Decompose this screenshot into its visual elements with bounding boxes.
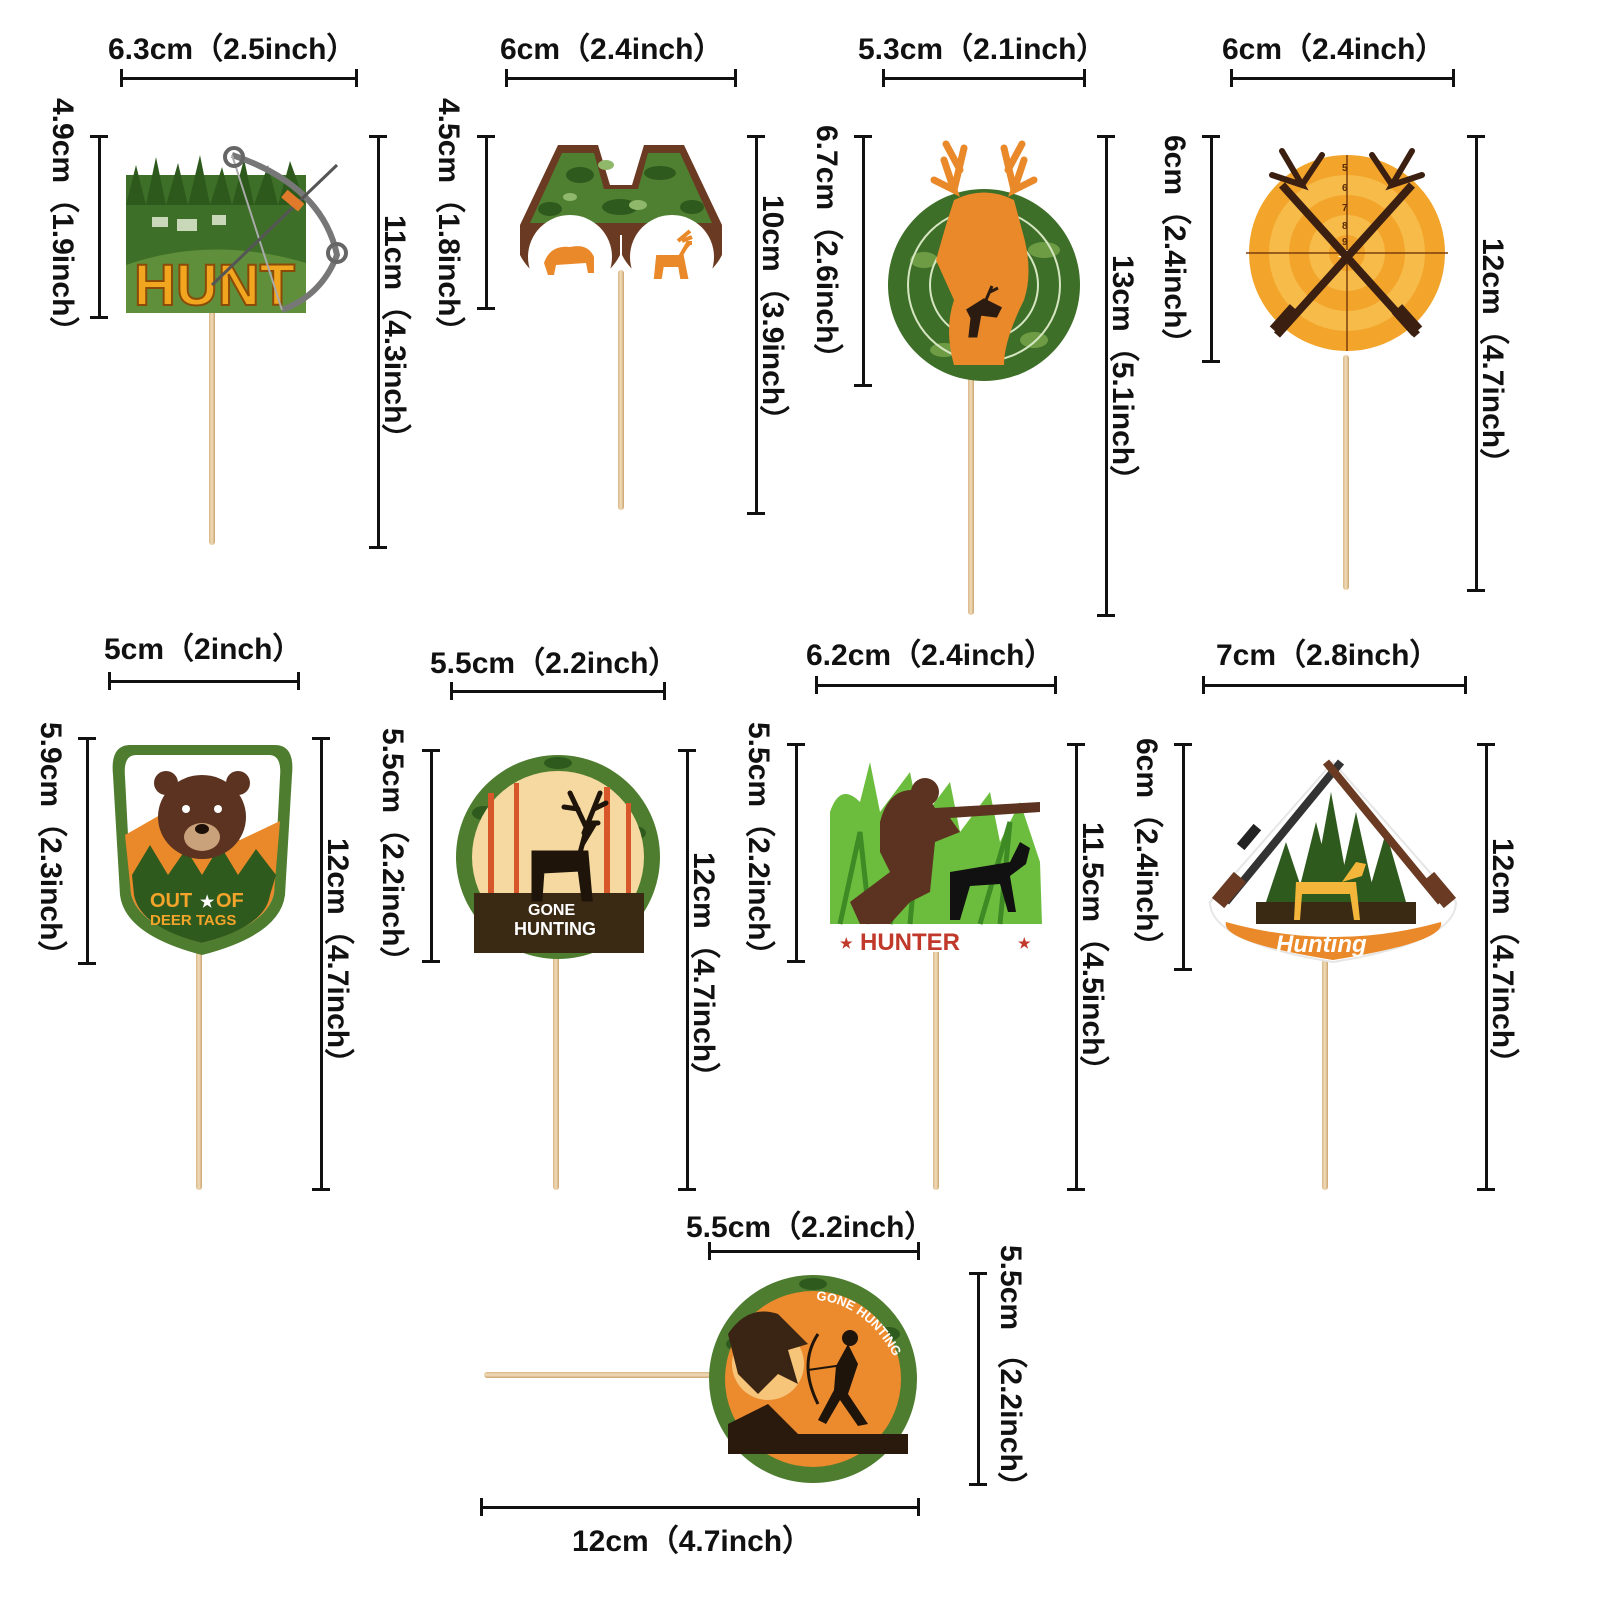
hunter-width-label: 6.2cm（2.4inch）	[806, 639, 1055, 672]
archer-head-height-bar	[969, 1272, 987, 1486]
binoculars-head-height-bar	[477, 135, 495, 310]
gone-hunting-badge-gone: GONE	[528, 902, 575, 919]
target-width-bar	[1230, 69, 1455, 87]
binoculars-topper	[520, 145, 722, 299]
bear-width-label: 5cm（2inch）	[104, 633, 303, 666]
binoculars-width-bar	[505, 69, 737, 87]
deer-head-height-bar	[854, 135, 872, 387]
hunt-stick	[209, 300, 215, 545]
gone-hunting-head-height-bar	[422, 749, 440, 963]
target-ring-7: 7	[1342, 203, 1348, 214]
target-ring-6: 6	[1342, 183, 1348, 194]
rifles-topper: Hunting	[1208, 759, 1458, 964]
archer-total-length-label: 12cm（4.7inch）	[572, 1525, 813, 1558]
rifles-stick	[1322, 950, 1328, 1190]
archer-width-bar	[708, 1242, 920, 1260]
bear-badge-of: OF	[216, 890, 244, 912]
rifles-head-height-bar	[1174, 743, 1192, 971]
target-total-height-bar	[1467, 135, 1485, 592]
bear-head-height-label: 5.9cm（2.3inch）	[34, 722, 67, 971]
gone-hunting-head-height-label: 5.5cm（2.2inch）	[376, 728, 409, 977]
target-topper: 5 6 7 8 9 10	[1246, 148, 1448, 351]
hunt-title: HUNT	[134, 253, 295, 317]
deer-total-height-label: 13cm（5.1inch）	[1106, 255, 1139, 496]
archer-total-length-bar	[480, 1498, 920, 1516]
archer-width-label: 5.5cm（2.2inch）	[686, 1211, 935, 1244]
hunt-width-label: 6.3cm（2.5inch）	[108, 33, 357, 66]
bear-total-height-label: 12cm（4.7inch）	[321, 838, 354, 1079]
binoculars-width-label: 6cm（2.4inch）	[500, 33, 724, 66]
rifles-script: Hunting	[1276, 931, 1367, 958]
gone-hunting-width-label: 5.5cm（2.2inch）	[430, 647, 679, 680]
bear-stick	[196, 935, 202, 1190]
gone-hunting-badge-hunting: HUNTING	[514, 919, 596, 939]
deer-stick	[968, 370, 974, 615]
binoculars-head-height-label: 4.5cm（1.8inch）	[432, 98, 465, 347]
deer-head-height-label: 6.7cm（2.6inch）	[810, 125, 843, 374]
hunter-topper: ★ HUNTER ★	[830, 762, 1042, 956]
archer-topper: GONE HUNTING	[709, 1275, 917, 1483]
gone-hunting-stick	[553, 945, 559, 1190]
binoculars-total-height-label: 10cm（3.9inch）	[756, 195, 789, 436]
bear-badge-tags: DEER TAGS	[150, 912, 236, 929]
hunt-width-bar	[120, 69, 358, 87]
target-width-label: 6cm（2.4inch）	[1222, 33, 1446, 66]
hunter-head-height-bar	[787, 743, 805, 963]
target-stick	[1343, 355, 1349, 590]
target-total-height-label: 12cm（4.7inch）	[1476, 238, 1509, 479]
archer-stick	[484, 1372, 714, 1378]
rifles-width-label: 7cm（2.8inch）	[1216, 639, 1440, 672]
bear-badge-out: OUT	[150, 890, 192, 912]
hunt-total-height-label: 11cm（4.3inch）	[378, 215, 411, 454]
hunt-topper: HUNT	[126, 146, 348, 317]
gone-hunting-total-height-label: 12cm（4.7inch）	[687, 852, 720, 1093]
bear-topper: OUT ★ OF DEER TAGS	[112, 745, 293, 955]
target-head-height-bar	[1202, 135, 1220, 363]
bear-width-bar	[108, 672, 300, 690]
hunter-head-height-label: 5.5cm（2.2inch）	[742, 722, 775, 971]
hunter-banner-star-left: ★	[840, 935, 853, 951]
binoculars-total-height-bar	[747, 135, 765, 515]
rifles-total-height-label: 12cm（4.7inch）	[1486, 838, 1519, 1079]
hunt-total-height-bar	[369, 135, 387, 549]
deer-width-bar	[882, 69, 1086, 87]
hunter-banner-star-right: ★	[1018, 935, 1031, 951]
target-ring-9: 9	[1342, 237, 1348, 248]
rifles-width-bar	[1202, 676, 1467, 694]
deer-topper	[888, 140, 1080, 381]
target-head-height-label: 6cm（2.4inch）	[1158, 135, 1191, 359]
hunt-head-height-bar	[90, 135, 108, 319]
binoculars-stick	[618, 270, 624, 510]
bear-badge-star: ★	[200, 894, 215, 911]
hunter-banner: HUNTER	[860, 929, 960, 956]
bear-total-height-bar	[312, 737, 330, 1191]
gone-hunting-total-height-bar	[678, 749, 696, 1191]
gone-hunting-topper: GONE HUNTING	[456, 755, 660, 959]
rifles-head-height-label: 6cm（2.4inch）	[1130, 738, 1163, 962]
hunter-stick	[933, 940, 939, 1190]
archer-head-height-label: 5.5cm （2.2inch）	[994, 1245, 1027, 1502]
gone-hunting-width-bar	[450, 682, 666, 700]
deer-width-label: 5.3cm（2.1inch）	[858, 33, 1107, 66]
hunter-total-height-bar	[1067, 743, 1085, 1191]
target-ring-8: 8	[1342, 221, 1348, 232]
bear-head-height-bar	[78, 737, 96, 965]
hunter-total-height-label: 11.5cm（4.5inch）	[1076, 822, 1109, 1086]
target-ring-5: 5	[1342, 163, 1348, 174]
rifles-total-height-bar	[1477, 743, 1495, 1191]
hunter-width-bar	[815, 676, 1057, 694]
hunt-head-height-label: 4.9cm（1.9inch）	[46, 98, 79, 347]
deer-total-height-bar	[1097, 135, 1115, 617]
